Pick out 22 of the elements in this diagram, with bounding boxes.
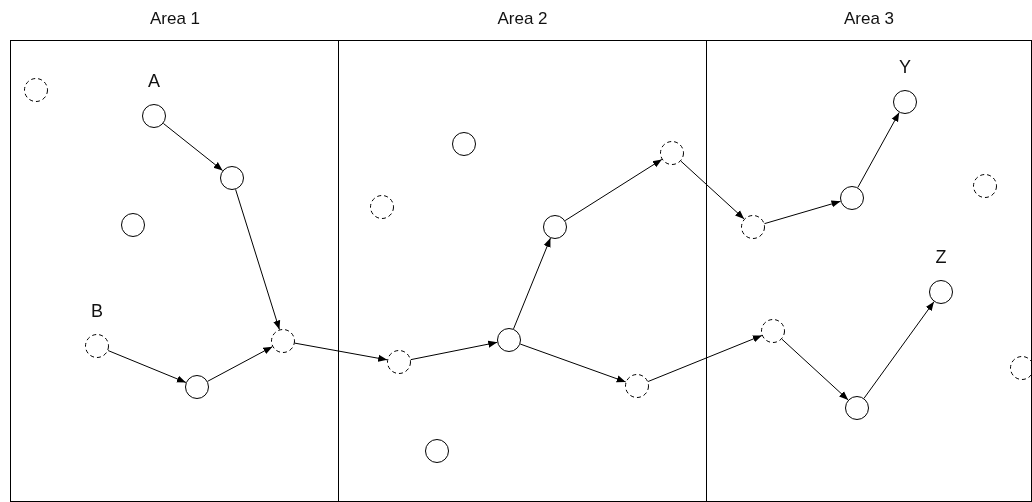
arrow — [564, 158, 663, 222]
arrow — [781, 338, 849, 401]
arrow — [235, 188, 281, 331]
arrow — [764, 200, 841, 225]
node-label: B — [91, 301, 103, 322]
arrow — [680, 160, 745, 220]
arrow — [863, 301, 935, 399]
arrow — [162, 122, 224, 172]
area-heading: Area 2 — [497, 9, 548, 29]
node-label: Z — [935, 247, 947, 268]
arrow — [647, 335, 763, 382]
node-label: A — [148, 71, 160, 92]
area-heading: Area 3 — [843, 9, 895, 29]
arrow — [857, 112, 900, 188]
arrow — [107, 350, 187, 383]
arrow — [207, 346, 273, 382]
arrow — [513, 237, 551, 330]
arrow — [519, 343, 627, 383]
node-label: Y — [899, 57, 911, 78]
area-heading: Area 1 — [149, 9, 201, 29]
arrow — [410, 340, 498, 361]
arrow — [294, 342, 388, 362]
